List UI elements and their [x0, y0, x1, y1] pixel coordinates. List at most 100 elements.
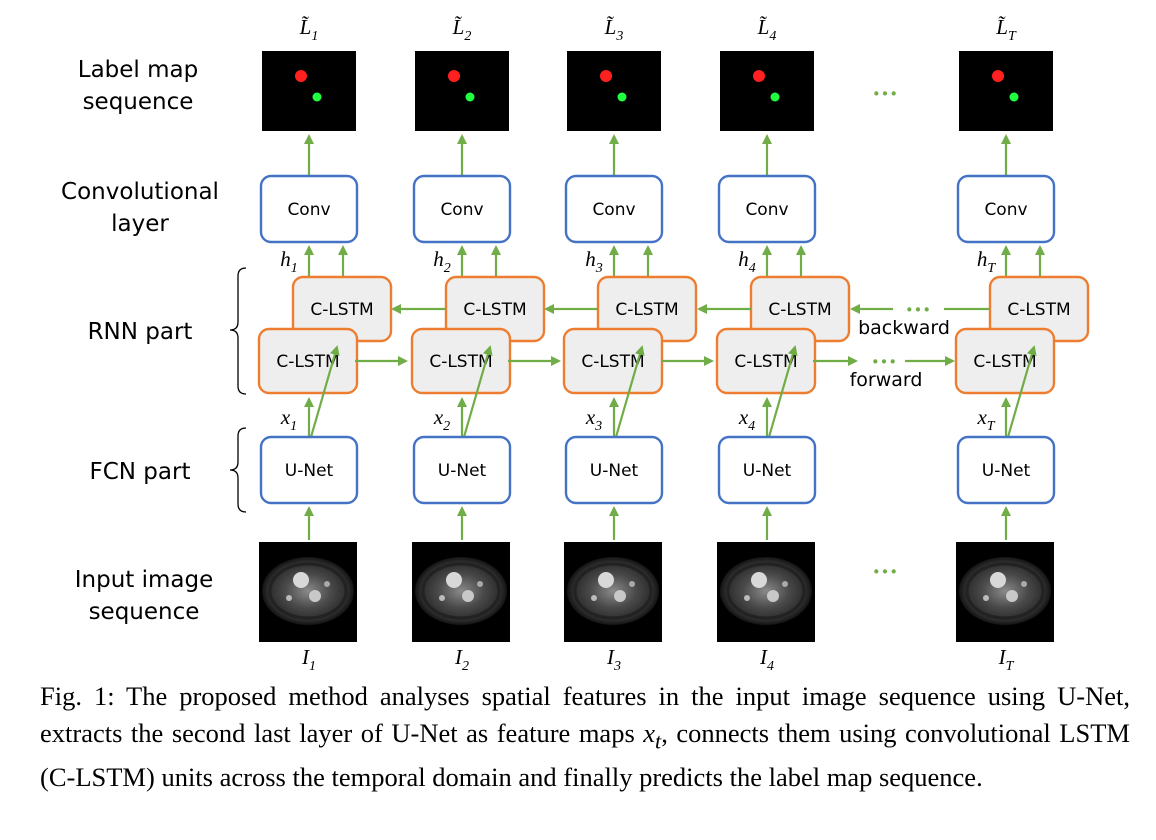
mri-body	[262, 557, 354, 625]
label-map-symbol-4-symbol: L̃	[757, 15, 770, 39]
label-map-image-1	[262, 51, 356, 131]
mri-spot	[744, 595, 750, 601]
forward-ellipsis: ···	[871, 347, 897, 376]
forward-clstm-box-3-label: C-LSTM	[581, 352, 644, 372]
label-map-symbol-4: L̃4	[757, 15, 777, 44]
forward-clstm-box-T-frame	[954, 327, 1056, 395]
backward-clstm-box-3-label: C-LSTM	[615, 300, 678, 320]
label-map-image-4	[720, 51, 814, 131]
unet-box-T-label: U-Net	[982, 461, 1031, 481]
unet-box-3-frame	[564, 435, 664, 505]
input-image-symbol-T-subscript: T	[1006, 659, 1015, 674]
unet-box-4-frame	[717, 435, 817, 505]
label-map-symbol-1-symbol: L̃	[299, 15, 312, 39]
label-map-symbol-3: L̃3	[604, 15, 624, 44]
label-map-symbol-2: L̃2	[452, 15, 472, 44]
label-map-symbol-4-subscript: 4	[769, 29, 776, 44]
backward-label: backward	[858, 317, 950, 339]
hidden-state-symbol-2: h2	[433, 247, 451, 276]
mri-vessel	[309, 590, 321, 602]
backward-clstm-box-1: C-LSTM	[291, 275, 393, 343]
hidden-state-symbol-1: h1	[280, 247, 298, 276]
input-image-row-label-line1: Input image	[75, 567, 214, 593]
mri-spot	[782, 581, 788, 587]
hidden-state-symbol-1-symbol: h	[280, 247, 291, 271]
input-image-symbol-4: I4	[759, 645, 774, 674]
forward-clstm-box-4-label: C-LSTM	[734, 352, 797, 372]
conv-box-4-frame	[717, 174, 817, 244]
arrow-unet-to-backward-lstm-4	[767, 345, 798, 438]
input-image-ellipsis: ···	[872, 557, 898, 586]
label-map-background	[720, 51, 814, 131]
unet-box-2: U-Net	[412, 435, 512, 505]
mri-body	[720, 557, 812, 625]
input-image-symbol-2: I2	[454, 645, 469, 674]
conv-layer-row-label-line2: layer	[111, 211, 169, 237]
label-map-symbol-3-subscript: 3	[615, 29, 623, 44]
input-image-2	[412, 542, 510, 642]
label-red-dot	[753, 70, 765, 82]
caption-math-sub: t	[655, 728, 662, 754]
label-map-background	[959, 51, 1053, 131]
mri-ring	[726, 562, 806, 620]
conv-box-T-label: Conv	[984, 200, 1027, 220]
forward-clstm-box-1-label: C-LSTM	[276, 352, 339, 372]
hidden-state-symbol-2-symbol: h	[433, 247, 444, 271]
architecture-diagram: Label map sequence Convolutional layer R…	[61, 15, 1090, 674]
feature-map-symbol-1-subscript: 1	[290, 419, 297, 434]
conv-box-2-frame	[412, 174, 512, 244]
input-image-T	[956, 542, 1054, 642]
input-image-symbol-1-subscript: 1	[309, 659, 316, 674]
input-image-symbol-T-symbol: I	[998, 645, 1007, 669]
forward-clstm-box-T-label: C-LSTM	[973, 352, 1036, 372]
feature-map-symbol-2-subscript: 2	[443, 419, 450, 434]
label-map-symbol-2-symbol: L̃	[452, 15, 465, 39]
fcn-part-brace	[229, 427, 247, 513]
mri-heart	[446, 572, 462, 588]
conv-box-T: Conv	[956, 174, 1056, 244]
feature-map-symbol-3-subscript: 3	[594, 419, 602, 434]
input-image-symbol-3-symbol: I	[606, 645, 615, 669]
mri-ring	[573, 562, 653, 620]
recurrent-connections	[355, 304, 989, 366]
mri-spot	[1021, 581, 1027, 587]
input-image-symbol-2-symbol: I	[454, 645, 463, 669]
conv-box-T-frame	[956, 174, 1056, 244]
label-green-dot	[617, 92, 627, 102]
figure-caption: Fig. 1: The proposed method analyses spa…	[40, 678, 1130, 796]
feature-map-symbol-T-symbol: x	[976, 405, 987, 429]
mri-heart	[990, 572, 1006, 588]
feature-map-symbol-1-symbol: x	[280, 405, 291, 429]
label-red-dot	[448, 70, 460, 82]
backward-clstm-box-4: C-LSTM	[749, 275, 851, 343]
label-red-dot	[600, 70, 612, 82]
hidden-state-symbol-4: h4	[738, 247, 756, 276]
label-map-ellipsis: ···	[872, 79, 898, 108]
input-image-1	[259, 542, 357, 642]
feature-map-symbol-3: x3	[585, 405, 602, 434]
mri-spot	[324, 581, 330, 587]
backward-clstm-box-1-label: C-LSTM	[310, 300, 373, 320]
unet-box-T-frame	[956, 435, 1056, 505]
label-map-symbol-T-symbol: L̃	[995, 15, 1008, 39]
mri-spot	[983, 595, 989, 601]
feature-map-symbol-T-subscript: T	[987, 419, 996, 434]
backward-clstm-box-2-label: C-LSTM	[463, 300, 526, 320]
feature-map-symbol-3-symbol: x	[585, 405, 596, 429]
conv-box-3-label: Conv	[592, 200, 635, 220]
backward-clstm-box-T-label: C-LSTM	[1007, 300, 1070, 320]
unet-box-1: U-Net	[259, 435, 359, 505]
conv-box-3-frame	[564, 174, 664, 244]
label-map-background	[415, 51, 509, 131]
feature-map-symbol-2: x2	[433, 405, 450, 434]
label-map-symbol-3-symbol: L̃	[604, 15, 617, 39]
fcn-part-row-label: FCN part	[90, 459, 191, 485]
label-green-dot	[1009, 92, 1019, 102]
hidden-state-symbol-T: hT	[977, 247, 997, 276]
input-image-symbol-1-symbol: I	[301, 645, 310, 669]
input-image-symbol-T: IT	[998, 645, 1015, 674]
label-map-symbol-T-subscript: T	[1008, 29, 1017, 44]
hidden-state-symbol-2-subscript: 2	[444, 261, 451, 276]
